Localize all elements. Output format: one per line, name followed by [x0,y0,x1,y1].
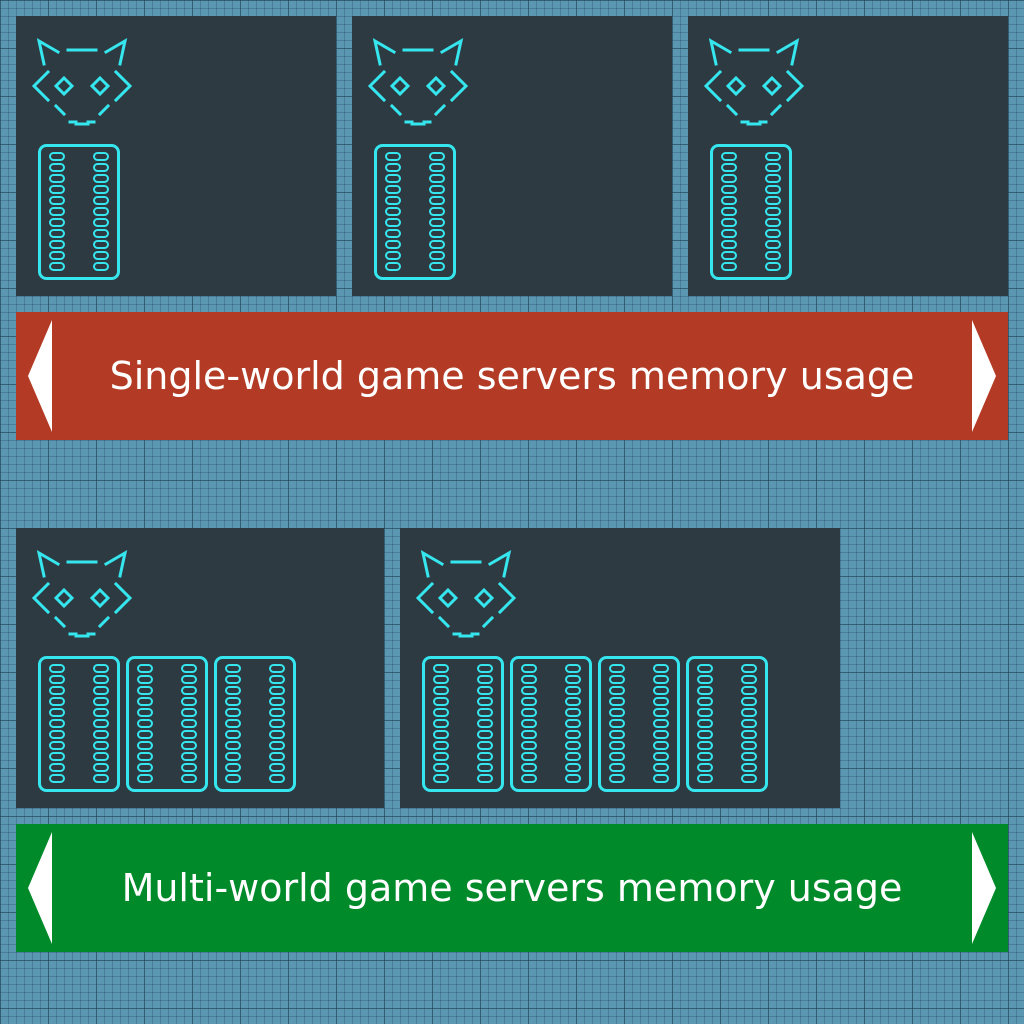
wolf-logo-icon [414,550,518,642]
single-world-server-3 [688,16,1008,296]
multi-world-server-1 [16,528,384,808]
memory-stick-icon [710,144,792,280]
memory-stick-icon [686,656,768,792]
arrow-right-icon [972,320,996,432]
multi-world-banner: Multi-world game servers memory usage [16,824,1008,952]
wolf-logo-icon [366,38,470,130]
memory-stick-icon [214,656,296,792]
wolf-logo-icon [30,38,134,130]
wolf-logo-icon [30,550,134,642]
memory-stick-icon [598,656,680,792]
single-world-server-2 [352,16,672,296]
memory-stick-icon [38,144,120,280]
memory-stick-icon [374,144,456,280]
arrow-left-icon [28,320,52,432]
single-world-banner: Single-world game servers memory usage [16,312,1008,440]
memory-stick-icon [126,656,208,792]
single-world-label: Single-world game servers memory usage [109,354,915,398]
multi-world-server-2 [400,528,840,808]
memory-stick-icon [422,656,504,792]
arrow-left-icon [28,832,52,944]
memory-stick-icon [510,656,592,792]
multi-world-label: Multi-world game servers memory usage [121,866,903,910]
arrow-right-icon [972,832,996,944]
memory-stick-icon [38,656,120,792]
wolf-logo-icon [702,38,806,130]
single-world-server-1 [16,16,336,296]
